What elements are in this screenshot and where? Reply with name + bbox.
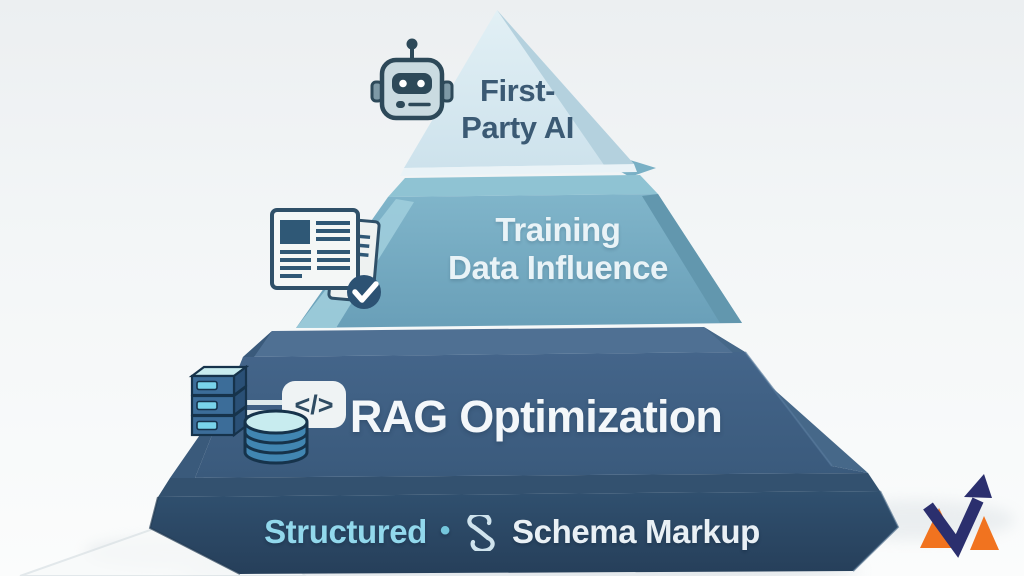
front-newspaper — [270, 208, 360, 290]
check-badge — [347, 275, 381, 309]
server-stack-icon — [188, 364, 250, 438]
level1-line2: Party AI — [461, 110, 574, 145]
level3-line1: RAG Optimization — [349, 391, 723, 442]
level3-label: RAG Optimization — [306, 392, 766, 442]
m-arrow-logo — [920, 474, 999, 558]
level1-label: First- Party AI — [425, 72, 610, 146]
server-database-code-icon: </> — [188, 364, 346, 465]
pyramid-level3-shape — [170, 327, 868, 478]
schema-markup-icon — [467, 515, 495, 551]
connector-bar — [246, 400, 290, 405]
logo-arrowhead — [964, 474, 992, 498]
pyramid-base-shape — [148, 473, 900, 575]
robot-icon — [370, 38, 454, 121]
database-icon — [243, 409, 309, 465]
level2-label: Training Data Influence — [398, 211, 718, 287]
bullet-separator: • — [439, 514, 451, 547]
structured-label: Structured — [264, 513, 427, 550]
pyramid-level1-shape — [400, 10, 637, 176]
schema-markup-label: Schema Markup — [512, 513, 760, 550]
robot-visor — [392, 73, 432, 94]
level1-line1: First- — [479, 73, 556, 108]
logo-right-peak — [970, 516, 999, 550]
level2-line2: Data Influence — [448, 249, 668, 286]
base-row: Structured • Schema Markup — [0, 513, 1024, 551]
newspaper-check-icon — [270, 208, 381, 309]
logo-check-stroke — [923, 497, 984, 558]
level2-line1: Training — [495, 211, 621, 248]
